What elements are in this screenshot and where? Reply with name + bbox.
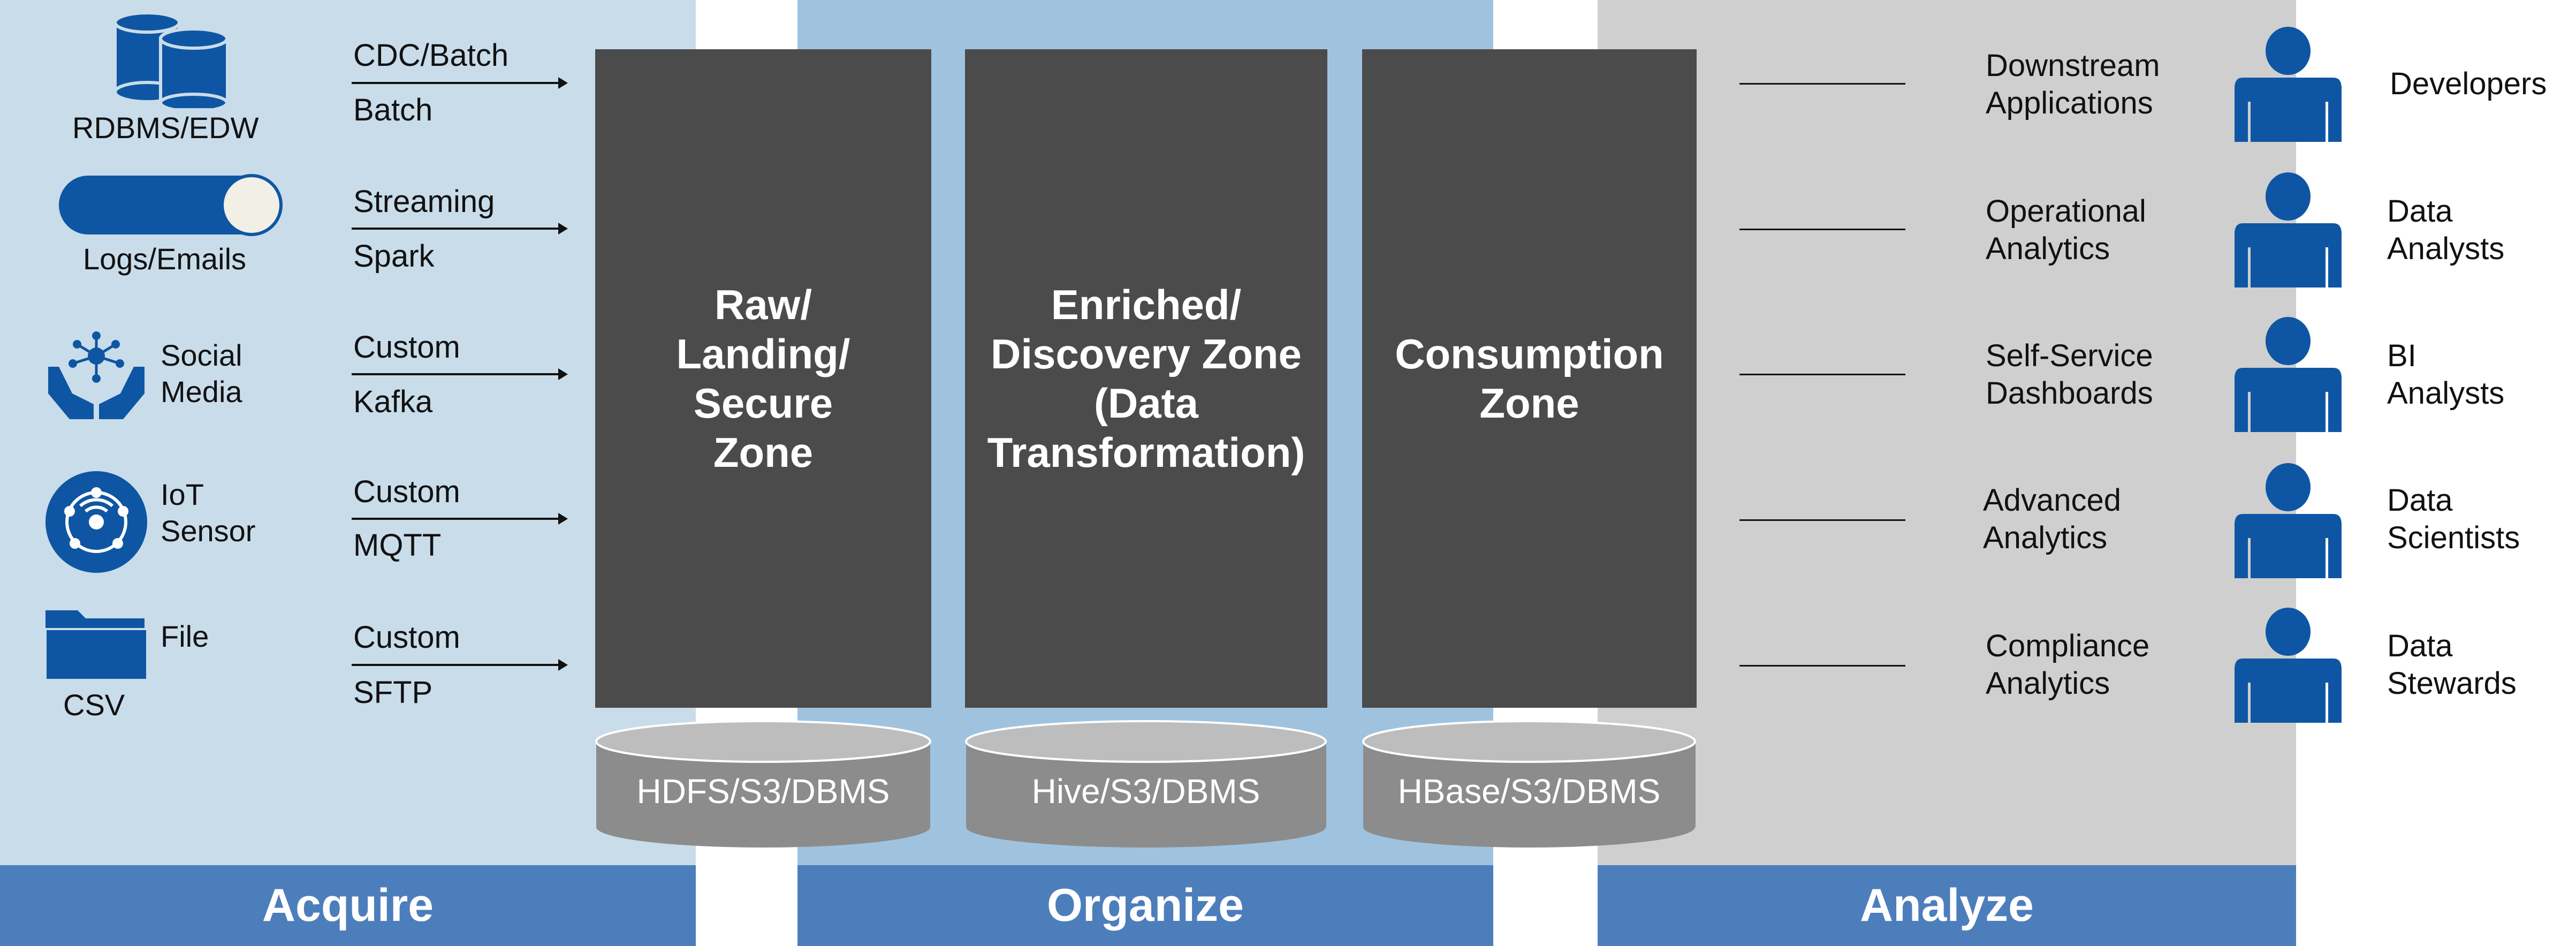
social-hands-icon — [43, 329, 150, 423]
folder-icon — [44, 605, 148, 683]
protocol-bottom-2: Kafka — [353, 384, 433, 419]
consumer-role-1: Data Analysts — [2387, 194, 2505, 266]
zone-title-raw: Raw/ Landing/ Secure Zone — [676, 281, 850, 476]
protocol-top-2: Custom — [353, 330, 460, 365]
source-sublabel-csv: CSV — [63, 688, 125, 722]
consumer-role-2: BI Analysts — [2387, 338, 2505, 411]
ingest-arrow-4 — [352, 659, 568, 671]
consumer-line-1 — [1739, 229, 1905, 230]
zone-consumption: Consumption Zone — [1362, 49, 1697, 708]
zone-raw: Raw/ Landing/ Secure Zone — [595, 49, 931, 708]
storage-cylinder-consumption: HBase/S3/DBMS — [1362, 720, 1697, 851]
consumer-line-4 — [1739, 665, 1905, 667]
storage-label-raw: HDFS/S3/DBMS — [637, 772, 890, 811]
protocol-bottom-3: MQTT — [353, 528, 442, 563]
organize-band: Organize — [797, 865, 1493, 946]
consumer-line-2 — [1739, 374, 1905, 375]
protocol-top-3: Custom — [353, 474, 460, 509]
protocol-top-0: CDC/Batch — [353, 38, 509, 73]
protocol-bottom-4: SFTP — [353, 675, 433, 710]
analyze-column — [1598, 0, 2296, 865]
acquire-band: Acquire — [0, 865, 696, 946]
zone-enriched: Enriched/ Discovery Zone (Data Transform… — [965, 49, 1327, 708]
source-label-rdbms: RDBMS/EDW — [72, 111, 259, 145]
consumer-use-4: Compliance Analytics — [1986, 629, 2150, 701]
person-icon-developers — [2232, 27, 2344, 145]
consumer-line-0 — [1739, 83, 1905, 85]
person-icon-data-analysts — [2232, 172, 2344, 290]
consumer-role-4: Data Stewards — [2387, 629, 2517, 701]
consumer-use-1: Operational Analytics — [1986, 194, 2146, 266]
ingest-arrow-2 — [352, 368, 568, 380]
source-label-iot: IoT Sensor — [161, 478, 256, 548]
ingest-arrow-0 — [352, 77, 568, 89]
consumer-use-2: Self-Service Dashboards — [1986, 338, 2153, 411]
person-icon-bi-analysts — [2232, 317, 2344, 435]
zone-title-consumption: Consumption Zone — [1395, 330, 1664, 427]
consumer-line-3 — [1739, 519, 1905, 521]
consumer-role-0: Developers — [2390, 66, 2547, 101]
source-label-social: Social Media — [161, 338, 242, 408]
storage-label-consumption: HBase/S3/DBMS — [1398, 772, 1661, 811]
source-label-logs: Logs/Emails — [83, 242, 247, 276]
storage-cylinder-raw: HDFS/S3/DBMS — [595, 720, 931, 851]
source-label-file: File — [161, 619, 209, 653]
iot-sensor-icon — [40, 471, 153, 576]
person-icon-data-scientists — [2232, 463, 2344, 581]
protocol-bottom-1: Spark — [353, 239, 435, 274]
zone-title-enriched: Enriched/ Discovery Zone (Data Transform… — [987, 281, 1305, 476]
acquire-column — [0, 0, 696, 865]
person-icon-data-stewards — [2232, 608, 2344, 725]
log-cylinder-icon — [56, 170, 286, 243]
ingest-arrow-1 — [352, 223, 568, 234]
protocol-bottom-0: Batch — [353, 93, 433, 127]
storage-cylinder-enriched: Hive/S3/DBMS — [965, 720, 1327, 851]
consumer-role-3: Data Scientists — [2387, 483, 2520, 555]
analyze-band: Analyze — [1598, 865, 2296, 946]
database-icon — [110, 11, 238, 113]
consumer-use-3: Advanced Analytics — [1983, 483, 2121, 555]
ingest-arrow-3 — [352, 513, 568, 525]
protocol-top-1: Streaming — [353, 184, 495, 219]
storage-label-enriched: Hive/S3/DBMS — [1032, 772, 1260, 811]
protocol-top-4: Custom — [353, 620, 460, 655]
consumer-use-0: Downstream Applications — [1986, 48, 2160, 120]
